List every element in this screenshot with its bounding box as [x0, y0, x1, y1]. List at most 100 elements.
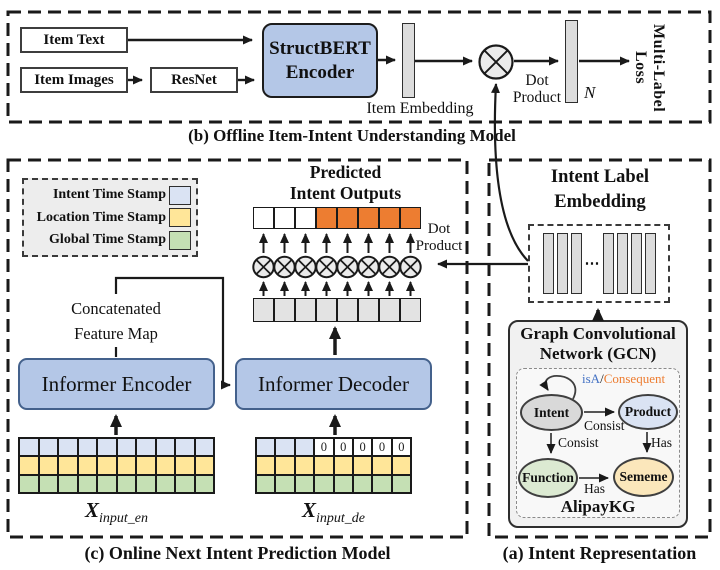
gcn-title-line1: Graph Convolutional — [520, 324, 676, 343]
item-images-box: Item Images — [20, 67, 128, 93]
item-embedding-bar — [402, 23, 415, 98]
grid-cell — [175, 438, 195, 457]
a-title-line1: Intent Label — [550, 167, 650, 187]
grid-cell — [155, 456, 175, 475]
grid-cell — [38, 456, 58, 475]
multiply-icon — [252, 255, 275, 279]
x-en-base: X — [84, 498, 99, 522]
grid-cell — [602, 233, 614, 294]
grid-cell — [314, 474, 334, 493]
multiply-icon — [399, 255, 422, 279]
legend-row-global: Global Time Stamp — [26, 230, 191, 250]
grid-cell — [275, 438, 295, 457]
grid-cell — [379, 298, 400, 322]
encoder-grid-row-global — [19, 474, 214, 493]
grid-cell — [19, 456, 39, 475]
grid-cell — [253, 298, 274, 322]
structbert-label-line2: Encoder — [285, 61, 355, 83]
grid-cell — [155, 438, 175, 457]
ellipsis: ⋯ — [584, 256, 600, 272]
grid-cell — [644, 233, 656, 294]
embedding-bars-right — [602, 233, 656, 294]
encoder-grid-row-intent — [19, 438, 214, 457]
grid-cell — [316, 207, 337, 229]
isa-consequent-edge-label: isA/Consequent — [582, 371, 665, 387]
dot-word: Dot — [525, 72, 549, 89]
dot-product-label-b: Dot Product — [506, 72, 568, 106]
caption-panel-c: (c) Online Next Intent Prediction Model — [84, 543, 391, 563]
grid-cell — [372, 474, 392, 493]
legend-row-intent: Intent Time Stamp — [26, 185, 191, 205]
grid-cell — [275, 456, 295, 475]
dot-product-label-c: Dot Product — [410, 221, 468, 254]
logits-bar — [565, 20, 578, 103]
multiply-icon — [336, 255, 359, 279]
kg-node-sememe: Sememe — [613, 457, 674, 497]
resnet-box: ResNet — [150, 67, 238, 93]
grid-cell — [58, 438, 78, 457]
grid-cell — [352, 456, 373, 475]
multiply-icon — [378, 255, 401, 279]
concat-line2: Feature Map — [74, 324, 158, 343]
item-images-label: Item Images — [34, 71, 114, 88]
grid-cell — [77, 438, 97, 457]
loss-line1: Multi-Label — [650, 23, 667, 113]
caption-panel-a: (a) Intent Representation — [502, 543, 697, 563]
legend-label-global: Global Time Stamp — [49, 232, 166, 247]
decoder-grid-row-global — [256, 474, 411, 493]
multiply-row — [252, 233, 422, 296]
grid-cell — [256, 456, 276, 475]
gcn-title-line2: Network (GCN) — [539, 344, 657, 363]
kg-node-intent: Intent — [520, 394, 583, 431]
a-title-line2: Embedding — [554, 192, 646, 212]
intent-label-embedding-box: ⋯ — [528, 224, 670, 303]
grid-cell — [274, 298, 295, 322]
grid-cell — [358, 298, 379, 322]
product-word: Product — [415, 237, 463, 254]
informer-decoder-box: Informer Decoder — [235, 358, 432, 410]
grid-cell — [97, 474, 117, 493]
consist-edge-label-right: Consist — [584, 418, 625, 433]
intent-label-embedding-title: Intent Label Embedding — [490, 165, 710, 215]
grid-cell — [570, 233, 582, 294]
legend-swatch-location — [169, 208, 191, 227]
kg-node-function: Function — [518, 458, 578, 498]
multiply-icon — [315, 255, 338, 279]
grid-cell — [275, 474, 295, 493]
caption-panel-b: (b) Offline Item-Intent Understanding Mo… — [188, 126, 516, 145]
grid-cell: 0 — [352, 438, 373, 457]
grid-cell — [333, 474, 353, 493]
grid-cell — [38, 438, 58, 457]
predicted-intent-outputs-title: Predicted Intent Outputs — [258, 162, 433, 204]
consist-edge-label-down: Consist — [558, 435, 599, 450]
grid-cell — [136, 474, 156, 493]
grid-cell — [136, 456, 156, 475]
item-text-label: Item Text — [43, 31, 105, 48]
grid-cell — [194, 456, 214, 475]
grid-cell — [253, 207, 274, 229]
predicted-title-line1: Predicted — [309, 162, 382, 182]
has-edge-label-right: Has — [584, 481, 605, 496]
grid-cell — [358, 207, 379, 229]
grid-cell: 0 — [372, 438, 392, 457]
grid-cell — [175, 456, 195, 475]
grid-cell — [391, 474, 411, 493]
grid-cell — [379, 207, 400, 229]
multi-label-loss-label: Multi-Label Loss — [631, 16, 667, 120]
x-en-subscript: input_en — [99, 511, 148, 526]
multiply-icon — [357, 255, 380, 279]
legend-label-intent: Intent Time Stamp — [52, 187, 166, 202]
item-embedding-label: Item Embedding — [366, 100, 474, 117]
grid-cell — [333, 456, 353, 475]
grid-cell — [116, 474, 136, 493]
grid-cell — [630, 233, 642, 294]
grid-cell — [400, 298, 421, 322]
grid-cell — [542, 233, 554, 294]
grid-cell — [316, 298, 337, 322]
timestamp-legend: Intent Time Stamp Location Time Stamp Gl… — [22, 178, 198, 257]
loss-line2: Loss — [632, 51, 649, 85]
gcn-title: Graph Convolutional Network (GCN) — [508, 324, 688, 364]
grid-cell: 0 — [333, 438, 353, 457]
